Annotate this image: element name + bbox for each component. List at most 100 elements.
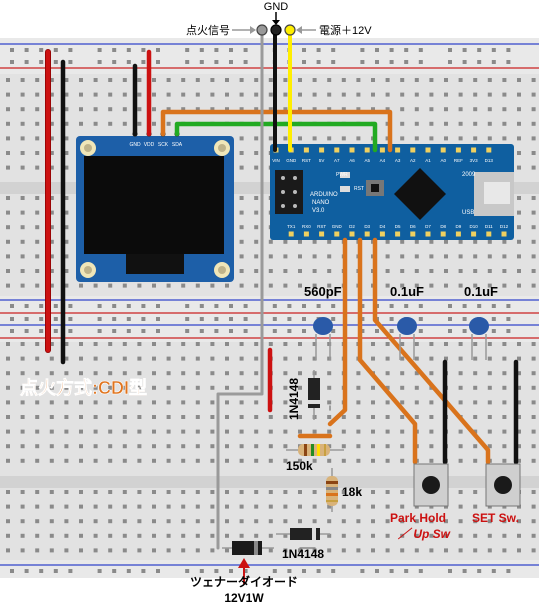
breadboard-hole <box>254 254 259 259</box>
breadboard-hole <box>298 92 302 97</box>
breadboard-hole <box>429 400 434 405</box>
breadboard-hole <box>93 385 98 390</box>
breadboard-hole <box>152 519 156 524</box>
breadboard-hole <box>268 239 273 244</box>
breadboard-hole <box>214 60 219 64</box>
breadboard-hole <box>239 519 244 524</box>
breadboard-hole <box>385 283 390 288</box>
capacitor-560pf <box>313 317 333 360</box>
breadboard-hole <box>210 371 215 376</box>
breadboard-hole <box>6 385 10 390</box>
breadboard-hole <box>458 400 463 405</box>
breadboard-hole <box>79 458 83 463</box>
breadboard-hole <box>356 92 361 97</box>
breadboard-hole <box>418 48 423 52</box>
breadboard-hole <box>517 254 521 259</box>
breadboard-hole <box>356 519 361 524</box>
breadboard-hole <box>400 356 405 361</box>
breadboard-hole <box>371 385 375 390</box>
breadboard-hole <box>356 444 361 449</box>
breadboard-hole <box>254 533 259 538</box>
breadboard-hole <box>268 269 273 273</box>
breadboard-hole <box>298 519 302 524</box>
nano-pin-label: 5V <box>319 158 325 163</box>
breadboard-hole <box>181 107 186 112</box>
nano-pin-label: TX1 <box>287 224 296 229</box>
breadboard-hole <box>137 385 142 390</box>
breadboard-hole <box>254 504 259 509</box>
breadboard-hole <box>35 415 40 419</box>
nano-pin-label: D4 <box>380 224 386 229</box>
breadboard-hole <box>506 569 511 573</box>
breadboard-hole <box>166 385 171 390</box>
breadboard-hole <box>64 415 69 419</box>
breadboard-hole <box>327 78 332 82</box>
breadboard-hole <box>487 342 492 346</box>
breadboard-hole <box>283 385 288 390</box>
breadboard-hole <box>473 239 478 244</box>
breadboard-hole <box>210 519 215 524</box>
breadboard-hole <box>64 196 69 200</box>
breadboard-hole <box>327 415 332 419</box>
breadboard-hole <box>239 444 244 449</box>
breadboard-hole <box>181 92 186 97</box>
breadboard-hole <box>181 519 186 524</box>
breadboard-hole <box>327 458 332 463</box>
switch2-label: SET Sw. <box>472 511 519 525</box>
breadboard-hole <box>272 569 277 573</box>
breadboard-hole <box>429 533 434 538</box>
breadboard-hole <box>385 519 390 524</box>
breadboard-hole <box>49 429 54 434</box>
breadboard-hole <box>20 254 25 259</box>
breadboard-hole <box>137 519 142 524</box>
breadboard-hole <box>225 458 229 463</box>
breadboard-hole <box>385 490 390 494</box>
breadboard-hole <box>20 429 25 434</box>
breadboard-hole <box>487 533 492 538</box>
breadboard-hole <box>473 519 478 524</box>
breadboard-hole <box>272 304 277 308</box>
resistor-150k <box>286 444 344 456</box>
breadboard-hole <box>531 196 536 200</box>
breadboard-hole <box>68 329 73 333</box>
breadboard-hole <box>517 400 521 405</box>
breadboard-hole <box>68 569 73 573</box>
breadboard-hole <box>122 385 127 390</box>
breadboard-hole <box>108 78 113 82</box>
breadboard-hole <box>473 490 478 494</box>
nano-pin-label: D5 <box>395 224 401 229</box>
breadboard-hole <box>327 504 332 509</box>
breadboard-hole <box>79 107 83 112</box>
nano-header-pin <box>455 231 461 237</box>
breadboard-hole <box>10 60 14 64</box>
breadboard-hole <box>517 458 521 463</box>
breadboard-hole <box>487 429 492 434</box>
breadboard-hole <box>68 60 73 64</box>
nano-pin-label: A3 <box>395 158 401 163</box>
breadboard-hole <box>93 415 98 419</box>
breadboard-hole <box>283 400 288 405</box>
breadboard-hole <box>444 121 448 126</box>
nano-header-pin <box>486 147 492 153</box>
breadboard-hole <box>517 136 521 141</box>
breadboard-hole <box>458 107 463 112</box>
breadboard-hole <box>283 548 288 553</box>
breadboard-hole <box>152 548 156 553</box>
breadboard-hole <box>491 329 496 333</box>
breadboard-hole <box>49 400 54 405</box>
nano-header-pin <box>349 231 355 237</box>
breadboard-hole <box>122 429 127 434</box>
power-terminal <box>284 24 296 36</box>
breadboard-hole <box>418 569 423 573</box>
breadboard-hole <box>243 304 248 308</box>
breadboard-hole <box>79 283 83 288</box>
breadboard-hole <box>97 329 102 333</box>
breadboard-hole <box>20 136 25 141</box>
breadboard-hole <box>152 283 156 288</box>
breadboard-hole <box>141 60 146 64</box>
breadboard-hole <box>444 342 448 346</box>
breadboard-hole <box>502 371 507 376</box>
breadboard-hole <box>64 533 69 538</box>
breadboard-hole <box>108 548 113 553</box>
breadboard-hole <box>287 569 292 573</box>
